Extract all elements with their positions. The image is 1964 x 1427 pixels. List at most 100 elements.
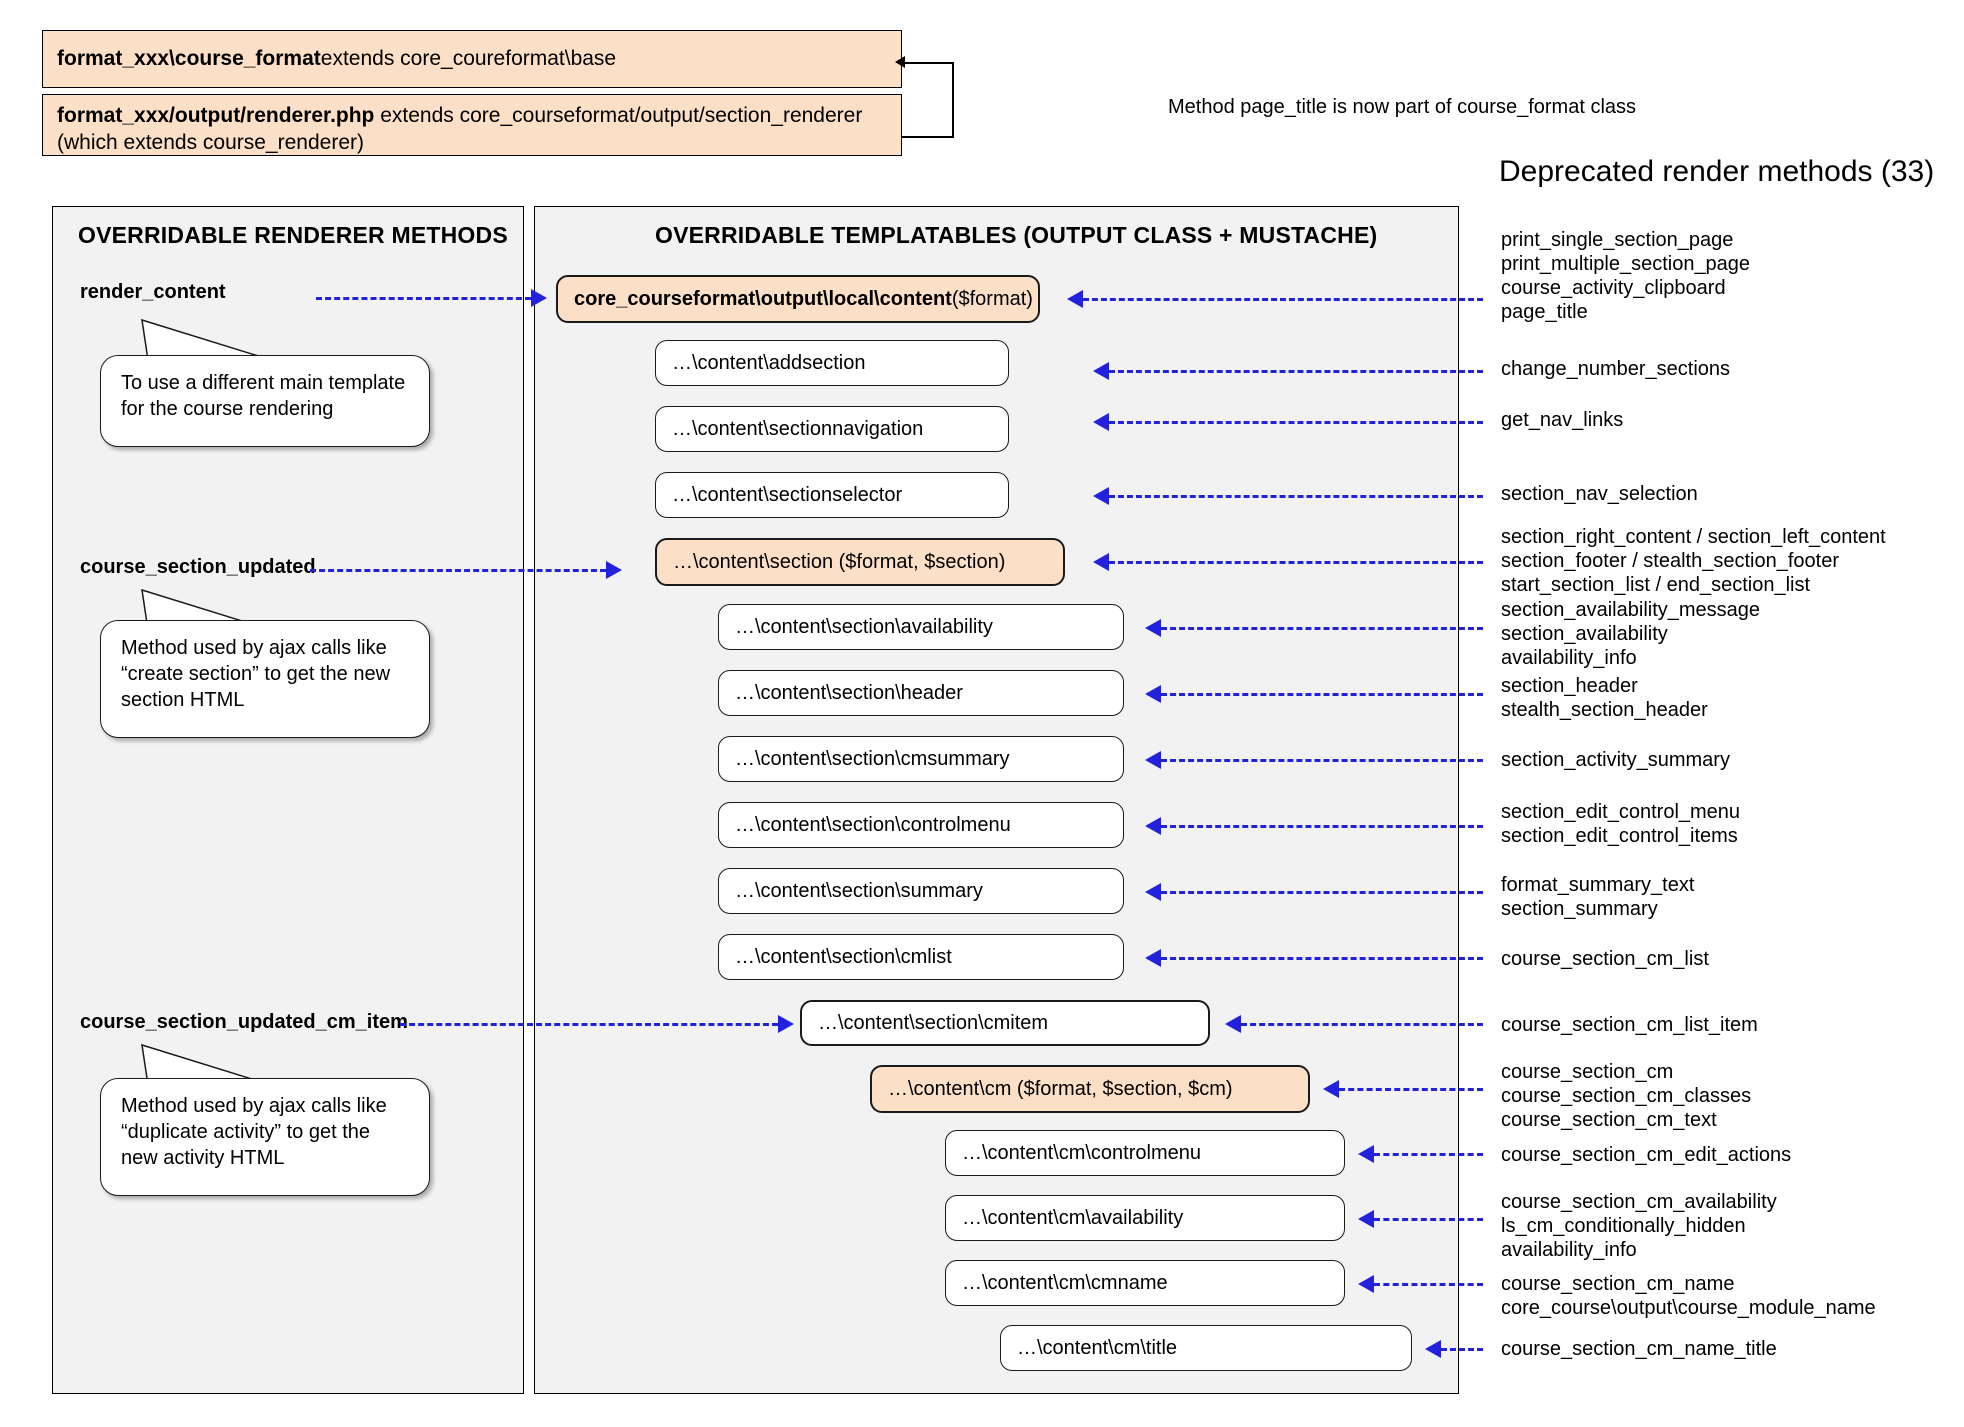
- callout-course-section-updated-text: Method used by ajax calls like “create s…: [121, 637, 391, 711]
- tbox-sectionnavigation[interactable]: …\content\sectionnavigation: [655, 406, 1009, 452]
- dep-line: get_nav_links: [1501, 409, 1624, 431]
- tbox-section-availability-label: …\content\section\availability: [735, 615, 993, 638]
- method-render-content: render_content: [80, 281, 226, 303]
- dash-to-cm: [1339, 1088, 1483, 1091]
- class-extends-bold: format_xxx\course_format: [57, 46, 321, 70]
- tbox-cm-availability[interactable]: …\content\cm\availability: [945, 1195, 1345, 1241]
- tbox-section-controlmenu-label: …\content\section\controlmenu: [735, 813, 1011, 836]
- dep-line: change_number_sections: [1501, 358, 1731, 380]
- arrow-to-section-cmlist-icon: [1145, 949, 1161, 967]
- tbox-section-summary[interactable]: …\content\section\summary: [718, 868, 1124, 914]
- dash-to-addsection: [1109, 370, 1483, 373]
- dep-group-10: course_section_cm_list: [1501, 947, 1709, 971]
- dep-group-15: course_section_cm_name core_course\outpu…: [1501, 1272, 1876, 1320]
- tbox-addsection[interactable]: …\content\addsection: [655, 340, 1009, 386]
- dep-group-16: course_section_cm_name_title: [1501, 1337, 1777, 1361]
- dep-line: section_nav_selection: [1501, 483, 1698, 505]
- dep-group-4: section_right_content / section_left_con…: [1501, 525, 1886, 597]
- renderer-extends-rest: extends core_courseformat/output/section…: [57, 104, 863, 154]
- arrow-to-section-availability-icon: [1145, 619, 1161, 637]
- dep-line: section_right_content / section_left_con…: [1501, 526, 1886, 548]
- tbox-cm-label: …\content\cm ($format, $section, $cm): [888, 1077, 1233, 1100]
- tbox-section-cmitem[interactable]: …\content\section\cmitem: [800, 1000, 1210, 1046]
- tbox-section-header-label: …\content\section\header: [735, 681, 963, 704]
- arrow-to-cm-title-icon: [1425, 1340, 1441, 1358]
- dep-line: core_course\output\course_module_name: [1501, 1297, 1876, 1319]
- tbox-section-cmsummary-label: …\content\section\cmsummary: [735, 747, 1010, 770]
- tbox-section-controlmenu[interactable]: …\content\section\controlmenu: [718, 802, 1124, 848]
- dash-to-section-cmsummary: [1161, 759, 1483, 762]
- tbox-section-cmitem-label: …\content\section\cmitem: [818, 1011, 1049, 1034]
- dash-to-section: [1109, 561, 1483, 564]
- tbox-section-cmlist[interactable]: …\content\section\cmlist: [718, 934, 1124, 980]
- dep-line: section_header: [1501, 675, 1638, 697]
- dash-to-cm-controlmenu: [1374, 1153, 1483, 1156]
- tbox-cm-cmname-label: …\content\cm\cmname: [962, 1271, 1168, 1294]
- callout-course-section-updated: Method used by ajax calls like “create s…: [100, 620, 430, 738]
- tbox-addsection-label: …\content\addsection: [672, 351, 866, 374]
- tbox-cm-cmname[interactable]: …\content\cm\cmname: [945, 1260, 1345, 1306]
- dash-to-cm-title: [1441, 1348, 1483, 1351]
- arrow-to-sectionnavigation-icon: [1093, 413, 1109, 431]
- dep-line: print_multiple_section_page: [1501, 253, 1751, 275]
- dep-group-13: course_section_cm_edit_actions: [1501, 1143, 1791, 1167]
- arrow-to-section-header-icon: [1145, 685, 1161, 703]
- callout-course-section-updated-cm-item: Method used by ajax calls like “duplicat…: [100, 1078, 430, 1196]
- callout-render-content-text: To use a different main template for the…: [121, 372, 406, 420]
- dep-line: course_activity_clipboard: [1501, 277, 1726, 299]
- arrow-to-section-icon: [1093, 553, 1109, 571]
- dep-line: section_summary: [1501, 898, 1658, 920]
- arrow-to-cm-cmname-icon: [1358, 1275, 1374, 1293]
- tbox-cm-title-label: …\content\cm\title: [1017, 1336, 1178, 1359]
- tbox-section-label: …\content\section ($format, $section): [673, 550, 1006, 573]
- arrow-to-addsection-icon: [1093, 362, 1109, 380]
- method-course-section-updated-cm-item: course_section_updated_cm_item: [80, 1011, 408, 1033]
- dep-line: stealth_section_header: [1501, 699, 1708, 721]
- tbox-section-cmlist-label: …\content\section\cmlist: [735, 945, 952, 968]
- tbox-sectionselector-label: …\content\sectionselector: [672, 483, 903, 506]
- dep-line: course_section_cm_availability: [1501, 1191, 1777, 1213]
- tbox-cm[interactable]: …\content\cm ($format, $section, $cm): [870, 1065, 1310, 1113]
- tbox-content[interactable]: core_courseformat\output\local\content (…: [556, 275, 1040, 323]
- dep-line: course_section_cm_list: [1501, 948, 1709, 970]
- dash-to-cm-cmname: [1374, 1283, 1483, 1286]
- connector-render-content: [316, 297, 531, 300]
- tbox-content-bold: core_courseformat\output\local\content: [574, 287, 952, 310]
- tbox-section-cmsummary[interactable]: …\content\section\cmsummary: [718, 736, 1124, 782]
- dep-line: ls_cm_conditionally_hidden: [1501, 1215, 1746, 1237]
- center-panel-heading: OVERRIDABLE TEMPLATABLES (OUTPUT CLASS +…: [655, 222, 1378, 248]
- dash-to-section-controlmenu: [1161, 825, 1483, 828]
- dep-line: course_section_cm_text: [1501, 1109, 1717, 1131]
- dep-line: section_availability: [1501, 623, 1668, 645]
- dep-line: availability_info: [1501, 1239, 1637, 1261]
- arrow-to-section-controlmenu-icon: [1145, 817, 1161, 835]
- tbox-cm-title[interactable]: …\content\cm\title: [1000, 1325, 1412, 1371]
- arrow-to-cm-controlmenu-icon: [1358, 1145, 1374, 1163]
- tbox-cm-controlmenu[interactable]: …\content\cm\controlmenu: [945, 1130, 1345, 1176]
- dep-line: format_summary_text: [1501, 874, 1695, 896]
- tbox-sectionnavigation-label: …\content\sectionnavigation: [672, 417, 924, 440]
- dep-line: section_edit_control_menu: [1501, 801, 1741, 823]
- dash-to-content: [1083, 298, 1483, 301]
- dep-group-12: course_section_cm course_section_cm_clas…: [1501, 1060, 1751, 1132]
- dash-to-section-summary: [1161, 891, 1483, 894]
- page-title-note: Method page_title is now part of course_…: [1168, 96, 1637, 118]
- dash-to-section-cmlist: [1161, 957, 1483, 960]
- dep-group-3: section_nav_selection: [1501, 482, 1698, 506]
- arrow-to-section-cmsummary-icon: [1145, 751, 1161, 769]
- dash-to-section-header: [1161, 693, 1483, 696]
- tbox-sectionselector[interactable]: …\content\sectionselector: [655, 472, 1009, 518]
- tbox-cm-controlmenu-label: …\content\cm\controlmenu: [962, 1141, 1201, 1164]
- renderer-extends-banner: format_xxx/output/renderer.php extends c…: [42, 94, 902, 156]
- callout-render-content: To use a different main template for the…: [100, 355, 430, 447]
- dep-line: section_availability_message: [1501, 599, 1761, 621]
- dep-line: course_section_cm_list_item: [1501, 1014, 1758, 1036]
- tbox-section-header[interactable]: …\content\section\header: [718, 670, 1124, 716]
- tbox-section[interactable]: …\content\section ($format, $section): [655, 538, 1065, 586]
- tbox-section-availability[interactable]: …\content\section\availability: [718, 604, 1124, 650]
- dash-to-section-cmitem: [1241, 1023, 1483, 1026]
- class-extends-banner: format_xxx\course_format extends core_co…: [42, 30, 902, 88]
- arrow-to-sectionselector-icon: [1093, 487, 1109, 505]
- connector-render-content-arrow-icon: [531, 289, 547, 307]
- arrow-to-cm-icon: [1323, 1080, 1339, 1098]
